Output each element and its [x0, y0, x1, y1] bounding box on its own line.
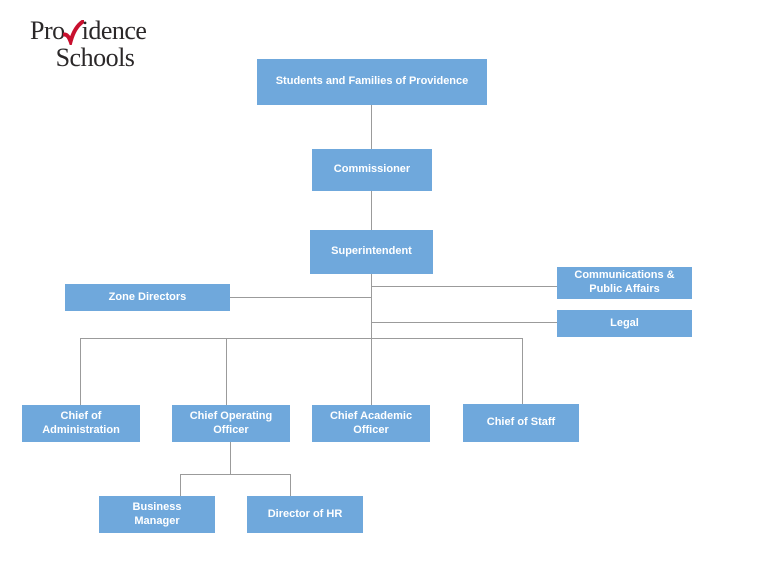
- logo-text-pro: Pro: [30, 16, 65, 45]
- org-node-chief-academic-officer: Chief Academic Officer: [312, 405, 430, 442]
- org-node-director-of-hr: Director of HR: [247, 496, 363, 533]
- org-node-students-and-families: Students and Families of Providence: [257, 59, 487, 105]
- org-node-chief-operating-officer: Chief Operating Officer: [172, 405, 290, 442]
- logo-text-idence: idence: [81, 16, 147, 45]
- org-node-superintendent: Superintendent: [310, 230, 433, 274]
- connector-coo-stub: [230, 442, 231, 474]
- org-node-communications-public-affairs: Communications & Public Affairs: [557, 267, 692, 299]
- org-node-business-manager: Business Manager: [99, 496, 215, 533]
- connector-chief-operating-officer: [226, 338, 227, 405]
- org-node-chief-of-staff: Chief of Staff: [463, 404, 579, 442]
- connector-superintendent-trunk: [371, 274, 372, 405]
- logo-word-schools: Schools: [55, 43, 135, 72]
- connector-chief-of-administration: [80, 338, 81, 405]
- connector-director-of-hr: [290, 474, 291, 496]
- connector-business-manager: [180, 474, 181, 496]
- org-node-legal: Legal: [557, 310, 692, 337]
- connector-students-commissioner: [371, 105, 372, 149]
- connector-chief-of-staff: [522, 338, 523, 404]
- connector-legal: [372, 322, 557, 323]
- connector-chiefs-bar: [80, 338, 523, 339]
- red-checkmark-icon: [62, 19, 85, 49]
- connector-coo-children-bar: [180, 474, 290, 475]
- org-node-commissioner: Commissioner: [312, 149, 432, 191]
- org-node-zone-directors: Zone Directors: [65, 284, 230, 311]
- org-node-chief-of-administration: Chief of Administration: [22, 405, 140, 442]
- connector-communications: [372, 286, 557, 287]
- logo-word-providence: Pro idence: [30, 16, 160, 49]
- providence-schools-logo: Pro idence Schools: [30, 18, 160, 71]
- connector-zone-directors: [230, 297, 371, 298]
- connector-commissioner-superintendent: [371, 191, 372, 230]
